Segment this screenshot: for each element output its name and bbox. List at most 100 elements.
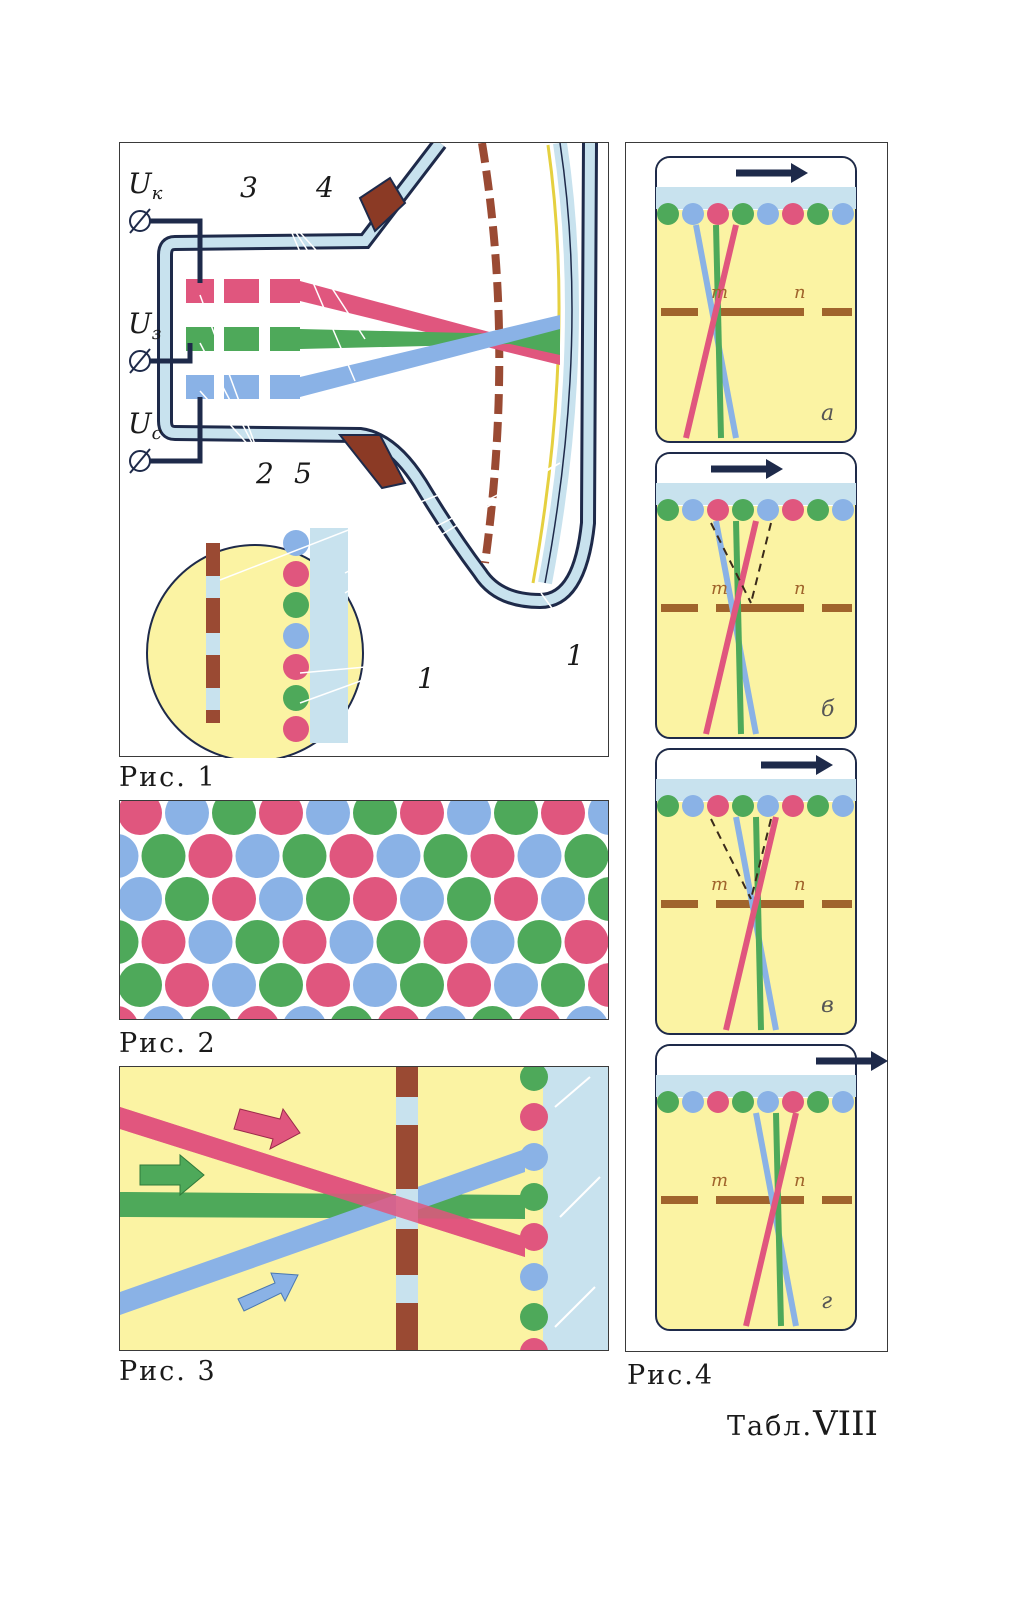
- label-n: п: [794, 1170, 806, 1191]
- label-3: 3: [240, 171, 258, 204]
- beam-red: [703, 520, 759, 735]
- phosphor-dot: [707, 1091, 729, 1113]
- phosphor-dot: [707, 499, 729, 521]
- beam-green: [753, 816, 764, 1031]
- phosphor-dot: [423, 920, 468, 964]
- phosphor-dot: [235, 834, 280, 878]
- phosphor-dot: [732, 1091, 754, 1113]
- label-5: 5: [294, 457, 312, 490]
- phosphor-dot: [657, 499, 679, 521]
- phosphor-dot: [470, 834, 515, 878]
- phosphor-dot: [732, 499, 754, 521]
- figure-1-caption: Рис. 1: [119, 762, 217, 793]
- phosphor-dot: [400, 801, 444, 835]
- subpanel-2: m п б: [655, 452, 857, 739]
- phosphor-dot: [541, 963, 585, 1007]
- phosphor-dot: [237, 1006, 278, 1019]
- phosphor-dot: [447, 963, 491, 1007]
- phosphor-dot: [400, 963, 444, 1007]
- beam-green: [713, 224, 724, 439]
- beam-green: [773, 1112, 784, 1327]
- phosphor-dot: [707, 203, 729, 225]
- phosphor-dot: [353, 877, 397, 921]
- scan-arrow-head: [766, 459, 783, 479]
- phosphor-dot: [541, 877, 585, 921]
- label-4: 4: [315, 171, 334, 204]
- figure-3-panel: [119, 1066, 609, 1351]
- phosphor-dot: [120, 1006, 137, 1019]
- phosphor-dot: [807, 1091, 829, 1113]
- phosphor-dot: [306, 877, 350, 921]
- phosphor-dot: [188, 920, 233, 964]
- phosphor-dot: [329, 834, 374, 878]
- phosphor-dot: [782, 1091, 804, 1113]
- voltage-label-s: Uс: [128, 407, 162, 444]
- phosphor-dot: [165, 963, 209, 1007]
- phosphor-dot: [329, 920, 374, 964]
- figure-3-caption: Рис. 3: [119, 1356, 217, 1387]
- phosphor-dot: [757, 795, 779, 817]
- label-1-screen: 1: [566, 639, 584, 672]
- phosphor-dot: [832, 203, 854, 225]
- dashed-path: [710, 522, 752, 604]
- subpanel-letter: г: [821, 1289, 832, 1314]
- phosphor-dot: [353, 801, 397, 835]
- phosphor-dot: [807, 203, 829, 225]
- phosphor-dot: [376, 920, 421, 964]
- phosphor-dot: [517, 834, 562, 878]
- phosphor-dot: [564, 920, 608, 964]
- phosphor-dot: [566, 1006, 607, 1019]
- subpanel-frame: [655, 1044, 857, 1331]
- phosphor-dot: [832, 795, 854, 817]
- phosphor-dot: [282, 834, 327, 878]
- label-m: m: [711, 874, 728, 895]
- label-m: m: [711, 1170, 728, 1191]
- phosphor-dot: [141, 920, 186, 964]
- label-n: п: [794, 578, 806, 599]
- phosphor-dot: [284, 1006, 325, 1019]
- phosphor-dot: [782, 203, 804, 225]
- glass-strip: [656, 1075, 856, 1097]
- phosphor-dot: [519, 1006, 560, 1019]
- beam-red: [743, 1112, 799, 1327]
- phosphor-dot: [120, 834, 139, 878]
- phosphor-dot: [757, 203, 779, 225]
- subpanel-letter: а: [821, 401, 834, 426]
- phosphor-dot-pattern: [120, 801, 608, 1019]
- beam-red: [723, 816, 779, 1031]
- phosphor-dot: [707, 795, 729, 817]
- phosphor-dot: [657, 203, 679, 225]
- phosphor-dot: [259, 801, 303, 835]
- label-2: 2: [255, 457, 274, 490]
- phosphor-dot: [447, 801, 491, 835]
- phosphor-dot: [732, 203, 754, 225]
- label-m: m: [711, 578, 728, 599]
- phosphor-dot: [306, 801, 350, 835]
- phosphor-dot: [188, 834, 233, 878]
- figure-3-drawing: [120, 1067, 608, 1350]
- phosphor-dot: [517, 920, 562, 964]
- phosphor-dot: [447, 877, 491, 921]
- phosphor-dot: [588, 963, 608, 1007]
- phosphor-dot: [541, 801, 585, 835]
- phosphor-dot: [212, 801, 256, 835]
- phosphor-dot: [807, 499, 829, 521]
- phosphor-dot: [682, 1091, 704, 1113]
- phosphor-dot: [832, 499, 854, 521]
- phosphor-dot: [259, 877, 303, 921]
- beam-green: [733, 520, 744, 735]
- phosphor-dot: [494, 877, 538, 921]
- subpanel-letter: б: [821, 697, 835, 722]
- phosphor-dot: [682, 203, 704, 225]
- phosphor-dot: [425, 1006, 466, 1019]
- phosphor-dot: [212, 963, 256, 1007]
- scan-arrow-head: [816, 755, 833, 775]
- phosphor-dot: [782, 795, 804, 817]
- phosphor-dot: [494, 963, 538, 1007]
- figure-2-panel: [119, 800, 609, 1020]
- subpanel-frame: [655, 452, 857, 739]
- phosphor-dot: [423, 834, 468, 878]
